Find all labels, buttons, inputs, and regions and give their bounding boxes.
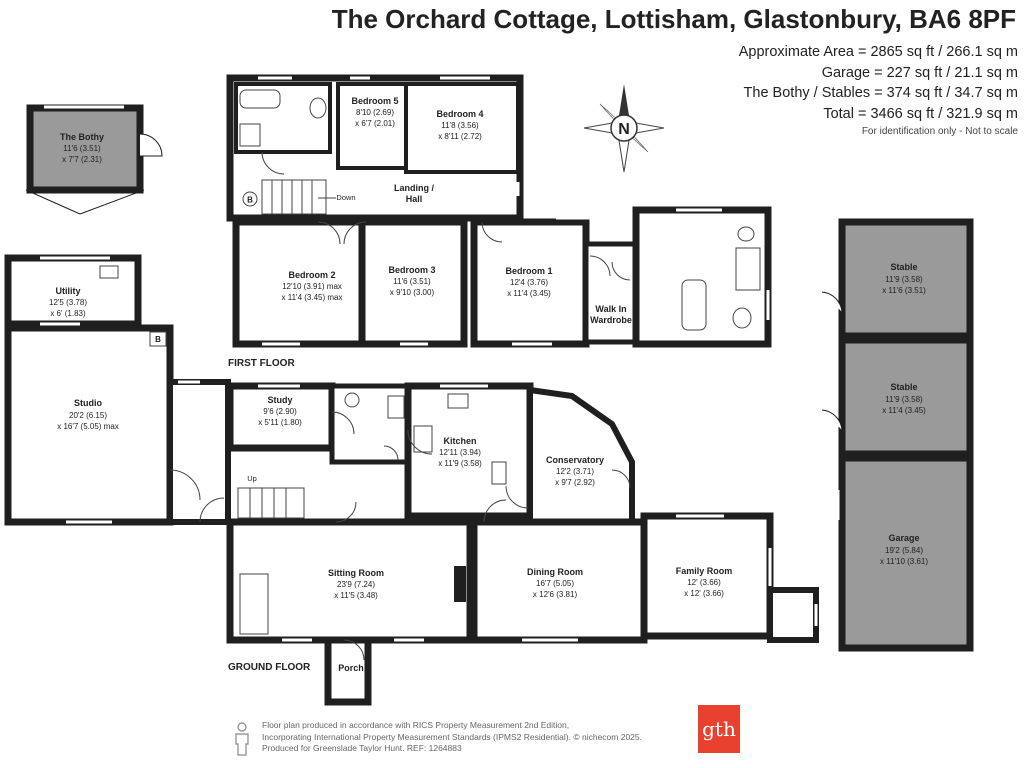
compass-icon: N: [583, 84, 665, 173]
room-dimension: 12'11 (3.94): [439, 448, 481, 457]
room-dimension: 12'4 (3.76): [510, 278, 548, 287]
room-dimension: x 11'5 (3.48): [334, 591, 378, 600]
room-label: Landing /: [394, 183, 434, 193]
stair-direction: Up: [247, 474, 257, 483]
room-label: Hall: [406, 194, 423, 204]
compass-north-label: N: [618, 121, 630, 138]
room-dimension: 19'2 (5.84): [885, 546, 923, 555]
room-label: Stable: [890, 262, 917, 272]
room-dimension: x 12'6 (3.81): [533, 590, 578, 599]
outbuildings: [821, 218, 974, 652]
room-dimension: 11'6 (3.51): [63, 144, 101, 153]
room-label: Study: [267, 395, 292, 405]
room-dimension: x 5'11 (1.80): [258, 418, 302, 427]
utility-studio: [4, 254, 174, 526]
area-summary: Approximate Area = 2865 sq ft / 266.1 sq…: [739, 42, 1018, 140]
ground-floor: [178, 380, 819, 706]
room-dimension: 12'10 (3.91) max: [282, 282, 342, 291]
room-dimension: x 6' (1.83): [50, 309, 86, 318]
footer-notes: Floor plan produced in accordance with R…: [262, 720, 642, 755]
room-dimension: x 11'4 (3.45) max: [282, 293, 343, 302]
room-dimension: 11'9 (3.58): [885, 275, 923, 284]
room-dimension: x 6'7 (2.01): [355, 119, 395, 128]
room-dimension: x 7'7 (2.31): [62, 155, 102, 164]
room-label: Walk In: [595, 304, 626, 314]
room-label: Studio: [74, 398, 102, 408]
room-dimension: x 11'9 (3.58): [438, 459, 482, 468]
room-dimension: x 11'6 (3.51): [882, 286, 926, 295]
room-label: Porch: [338, 663, 364, 673]
room-dimension: x 9'10 (3.00): [390, 288, 435, 297]
area-line: Approximate Area = 2865 sq ft / 266.1 sq…: [738, 44, 1018, 60]
room-dimension: x 11'4 (3.45): [882, 406, 926, 415]
room-dimension: 12'2 (3.71): [556, 467, 594, 476]
area-line: Total = 3466 sq ft / 321.9 sq m: [823, 105, 1018, 122]
room-dimension: x 11'4 (3.45): [507, 289, 551, 298]
room-label: Bedroom 5: [351, 96, 398, 106]
boiler-marker: B: [242, 191, 258, 207]
room-dimension: x 16'7 (5.05) max: [57, 422, 119, 431]
hall-block: [167, 379, 231, 525]
room-dimension: 11'8 (3.56): [441, 121, 479, 130]
room-dimension: 8'10 (2.69): [356, 108, 394, 117]
room-dimension: 16'7 (5.05): [536, 579, 574, 588]
room-dimension: 9'6 (2.90): [263, 407, 297, 416]
disclaimer: For identification only - Not to scale: [861, 126, 1018, 137]
room-dimension: 12' (3.66): [687, 578, 721, 587]
room-label: Kitchen: [443, 436, 476, 446]
boiler-marker-label: B: [155, 335, 161, 344]
room-label: Wardrobe: [590, 315, 632, 325]
room-label: Bedroom 3: [388, 265, 435, 275]
footer-line: Produced for Greenslade Taylor Hunt. REF…: [262, 743, 462, 753]
area-line: The Bothy / Stables = 374 sq ft / 34.7 s…: [743, 85, 1018, 101]
room-label: Utility: [55, 286, 80, 296]
room-label: Garage: [888, 533, 919, 543]
room-label: Stable: [890, 382, 917, 392]
room-label: Conservatory: [546, 455, 604, 465]
boiler-marker: B: [155, 335, 161, 344]
room-label: Family Room: [676, 566, 733, 576]
room-dimension: x 12' (3.66): [684, 589, 724, 598]
room-dimension: 11'9 (3.58): [885, 395, 923, 404]
boiler-marker-label: B: [247, 196, 253, 205]
first-floor-label: FIRST FLOOR: [228, 358, 295, 369]
room-dimension: 20'2 (6.15): [69, 411, 107, 420]
room-dimension: 12'5 (3.78): [49, 298, 87, 307]
room-dimension: x 9'7 (2.92): [555, 478, 595, 487]
stair-direction: Down: [336, 193, 355, 202]
footer-line: Floor plan produced in accordance with R…: [262, 720, 570, 730]
bothy: [25, 104, 163, 215]
area-line: Garage = 227 sq ft / 21.1 sq m: [821, 64, 1018, 81]
room-label: Sitting Room: [328, 568, 384, 578]
room-label: Bedroom 4: [436, 109, 483, 119]
person-icon: [235, 722, 249, 756]
gth-logo: gth: [698, 705, 740, 753]
footer-line: Incorporating International Property Mea…: [262, 731, 642, 742]
property-title: The Orchard Cottage, Lottisham, Glastonb…: [331, 4, 1016, 34]
room-dimension: 23'9 (7.24): [337, 580, 375, 589]
room-label: Dining Room: [527, 567, 583, 577]
ground-floor-label: GROUND FLOOR: [228, 662, 311, 673]
room-label: Bedroom 1: [505, 266, 552, 276]
room-label: Bedroom 2: [288, 270, 335, 280]
room-dimension: 11'6 (3.51): [393, 277, 431, 286]
first-floor: [226, 74, 772, 348]
room-dimension: x 8'11 (2.72): [438, 132, 482, 141]
room-label: The Bothy: [60, 132, 104, 142]
room-dimension: x 11'10 (3.61): [880, 557, 928, 566]
